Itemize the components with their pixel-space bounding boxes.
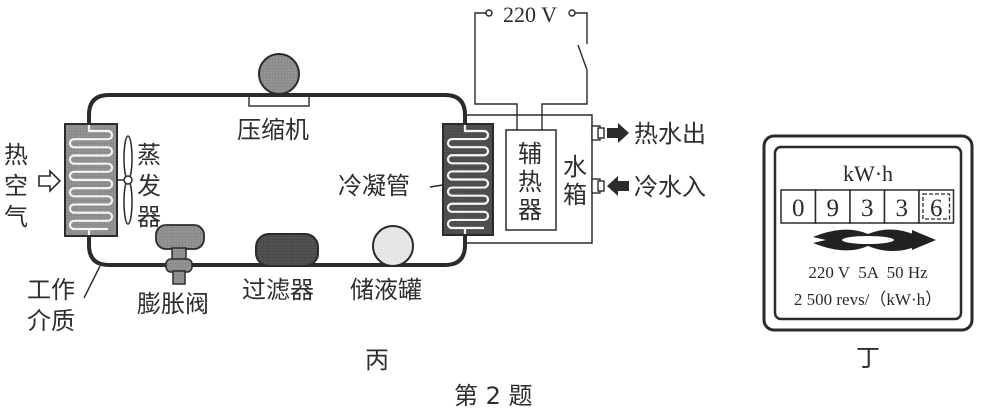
hot-air-char: 热 [4, 141, 28, 169]
heater-circuit [474, 9, 588, 130]
decimal-digit-marker [922, 193, 951, 220]
compressor-body [258, 53, 300, 95]
hot-air-char: 气 [4, 203, 28, 231]
filter [255, 233, 319, 267]
panel-ding-label: 丁 [856, 344, 880, 372]
voltage-label: 220 V [503, 2, 557, 27]
working-medium-pointer [83, 265, 101, 299]
working-medium-line: 工作 [27, 276, 75, 304]
compressor [245, 53, 315, 107]
working-medium-label: 工作 介质 [27, 276, 75, 335]
water-tank-label: 水 箱 [563, 153, 587, 209]
rotation-arrow-icon [813, 229, 936, 251]
meter-digit-box [780, 189, 817, 224]
aux-heater [505, 129, 557, 231]
terminal-left [485, 9, 493, 17]
hot-air-label: 热 空 气 [4, 141, 28, 231]
evaporator-char: 蒸 [137, 141, 161, 169]
compressor-label: 压缩机 [237, 116, 309, 144]
evaporator-char: 发 [137, 172, 161, 200]
evaporator-label: 蒸 发 器 [137, 141, 161, 231]
meter-digit: 6 [930, 195, 943, 222]
aux-heater-char: 器 [518, 196, 542, 224]
hot-water-out-arrow-icon [607, 123, 629, 143]
hot-water-out-label: 热水出 [634, 120, 706, 148]
meter-digit: 3 [861, 195, 874, 222]
condenser-pointer [429, 184, 444, 188]
expansion-valve-label: 膨胀阀 [137, 290, 209, 318]
aux-heater-char: 热 [518, 168, 542, 196]
fan-icon [117, 135, 133, 225]
condenser-coil [446, 125, 490, 234]
condenser-label: 冷凝管 [338, 172, 410, 200]
meter-rating: 220 V 5A 50 Hz [808, 263, 928, 282]
reservoir-label: 储液罐 [350, 276, 422, 304]
meter-digit: 3 [896, 195, 909, 222]
filter-label: 过滤器 [242, 276, 314, 304]
switch-icon[interactable] [577, 44, 588, 71]
aux-heater-char: 辅 [518, 140, 542, 168]
water-tank-char: 水 [563, 153, 587, 181]
evaporator-char: 器 [137, 203, 161, 231]
hot-air-arrow-icon [38, 169, 62, 193]
evaporator-coil [68, 125, 114, 235]
evaporator [64, 123, 118, 237]
water-tank [465, 114, 605, 244]
cold-water-in-arrow-icon [607, 176, 629, 196]
terminal-right [568, 9, 576, 17]
cold-water-in-label: 冷水入 [634, 173, 706, 201]
meter-digit-box [918, 189, 955, 224]
working-medium-line: 介质 [27, 307, 75, 335]
meter-digit-box [849, 189, 886, 224]
water-tank-char: 箱 [563, 181, 587, 209]
aux-heater-label: 辅 热 器 [518, 140, 542, 224]
panel-bing-label: 丙 [365, 346, 389, 374]
meter-constant: 2 500 revs/（kW·h） [794, 290, 942, 309]
condenser [429, 123, 494, 236]
hot-air-char: 空 [4, 172, 28, 200]
meter-unit: kW·h [843, 161, 893, 186]
reservoir [372, 225, 414, 267]
meter-digit: 0 [792, 195, 805, 222]
meter-digit: 9 [827, 195, 840, 222]
figure-caption: 第 2 题 [454, 382, 533, 410]
expansion-valve [155, 224, 205, 285]
